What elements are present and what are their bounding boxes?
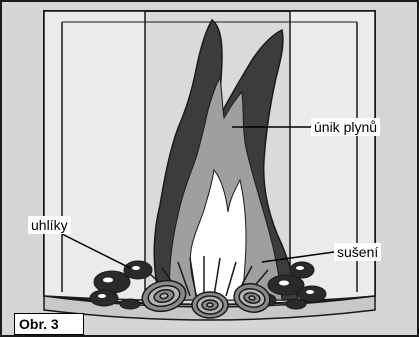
label-drying: sušení <box>334 243 382 261</box>
left-side-panel <box>43 10 146 301</box>
ember-highlights <box>98 266 314 298</box>
log-1 <box>141 279 187 313</box>
log-2 <box>191 291 229 319</box>
figure-caption: Obr. 3 <box>14 313 84 335</box>
label-gas-escape: únik plynů <box>311 118 381 136</box>
leader-embers <box>61 233 131 269</box>
leader-lines <box>61 126 335 269</box>
log-3 <box>233 283 271 313</box>
label-embers: uhlíky <box>28 216 71 234</box>
leader-drying <box>261 251 335 263</box>
